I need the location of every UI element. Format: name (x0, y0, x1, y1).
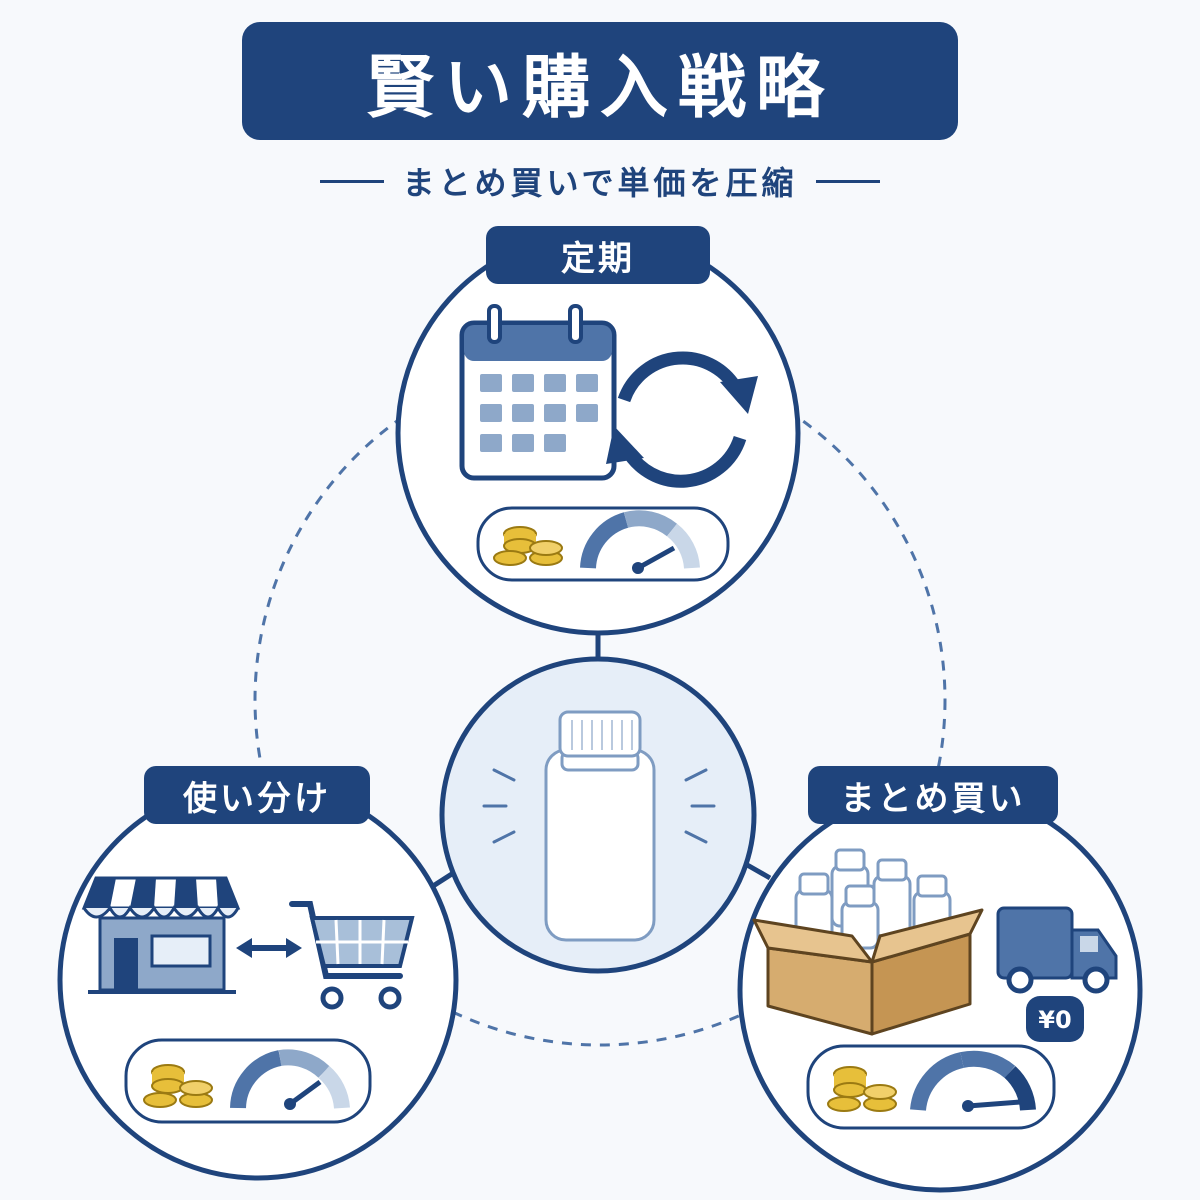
coins-icon (143, 1064, 213, 1108)
node-label-tsukaiwake: 使い分け (144, 766, 370, 824)
connector-ring (253, 353, 947, 1047)
node-label-matomegai: まとめ買い (808, 766, 1058, 824)
page-title: 賢い購入戦略 (242, 22, 958, 140)
node-tsukaiwake (57, 779, 459, 1181)
refresh-arrowhead-left (606, 426, 644, 464)
subtitle-rule-left (320, 179, 385, 183)
bottle-icon (544, 710, 656, 942)
subtitle-row: まとめ買いで単価を圧縮 (250, 158, 950, 204)
coins-icon (827, 1066, 897, 1112)
shipping-badge (1026, 996, 1084, 1042)
gauge-icon (910, 1050, 1036, 1112)
sparkle-lines (482, 768, 716, 844)
cart-icon (289, 901, 415, 1010)
subtitle-rule-right (815, 179, 880, 183)
coins-icon (493, 526, 563, 566)
calendar-icon (459, 304, 617, 481)
subtitle: まとめ買いで単価を圧縮 (402, 164, 798, 202)
node-matomegai: ¥0 (737, 787, 1143, 1193)
gauge-icon (580, 510, 700, 574)
refresh-icon (617, 351, 747, 488)
node-label-teiki: 定期 (486, 226, 710, 284)
box-icon (752, 908, 984, 1036)
refresh-arrowhead-right (720, 376, 758, 414)
store-icon (81, 876, 241, 994)
node-center (439, 656, 757, 974)
shipping-badge-text: ¥0 (1038, 1006, 1071, 1034)
node-teiki (395, 230, 801, 636)
swap-arrow-icon (236, 938, 302, 958)
gauge-icon (230, 1049, 350, 1110)
truck-icon (996, 906, 1118, 994)
